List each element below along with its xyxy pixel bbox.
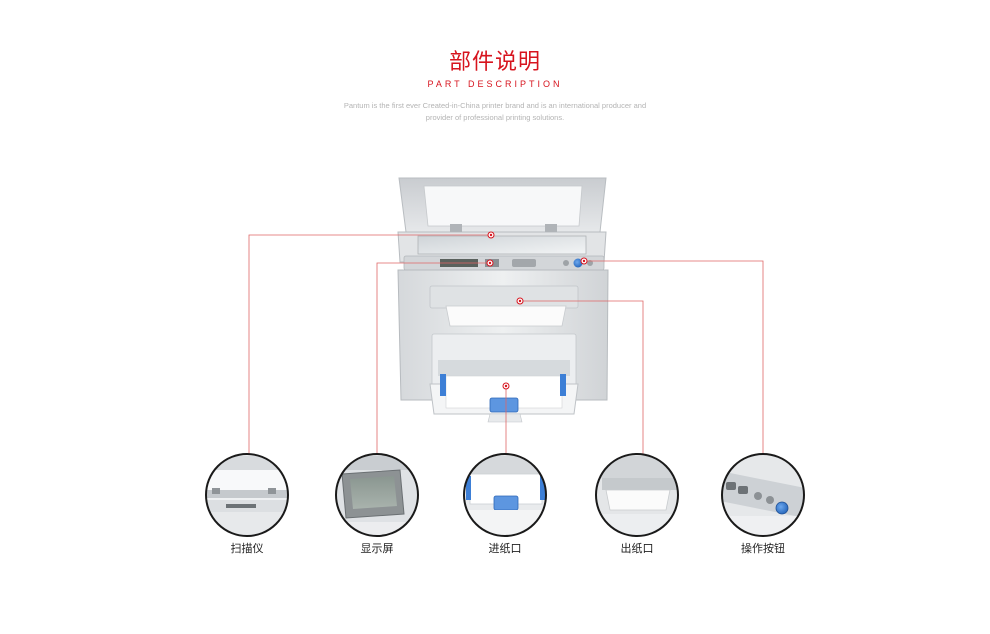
description-line-1: Pantum is the first ever Created-in-Chin…	[343, 101, 647, 110]
leader-line-scanner	[248, 234, 491, 455]
description-line-2: provider of professional printing soluti…	[425, 113, 565, 122]
lcd-display-closeup-icon	[335, 453, 419, 537]
scanner-closeup-icon	[205, 453, 289, 537]
section-description: Pantum is the first ever Created-in-Chin…	[0, 100, 990, 124]
part-label-scanner: 扫描仪	[230, 542, 264, 555]
section-header: 部件说明 PART DESCRIPTION Pantum is the firs…	[0, 48, 990, 124]
leader-line-display	[376, 262, 490, 455]
part-label-display: 显示屏	[360, 542, 394, 555]
paper-tray-closeup-icon	[463, 453, 547, 537]
callout-markers	[486, 231, 588, 390]
printer-illustration	[397, 177, 609, 423]
leader-line-buttons	[584, 260, 764, 455]
part-label-buttons: 操作按钮	[741, 542, 785, 555]
output-slot-closeup-icon	[595, 453, 679, 537]
section-subtitle: PART DESCRIPTION	[427, 79, 563, 89]
leader-line-paper-output	[520, 300, 644, 455]
part-label-paper-input: 进纸口	[488, 542, 522, 555]
part-label-paper-output: 出纸口	[620, 542, 654, 555]
section-title: 部件说明	[448, 50, 541, 75]
control-buttons-closeup-icon	[721, 453, 805, 537]
leader-lines	[248, 234, 764, 455]
